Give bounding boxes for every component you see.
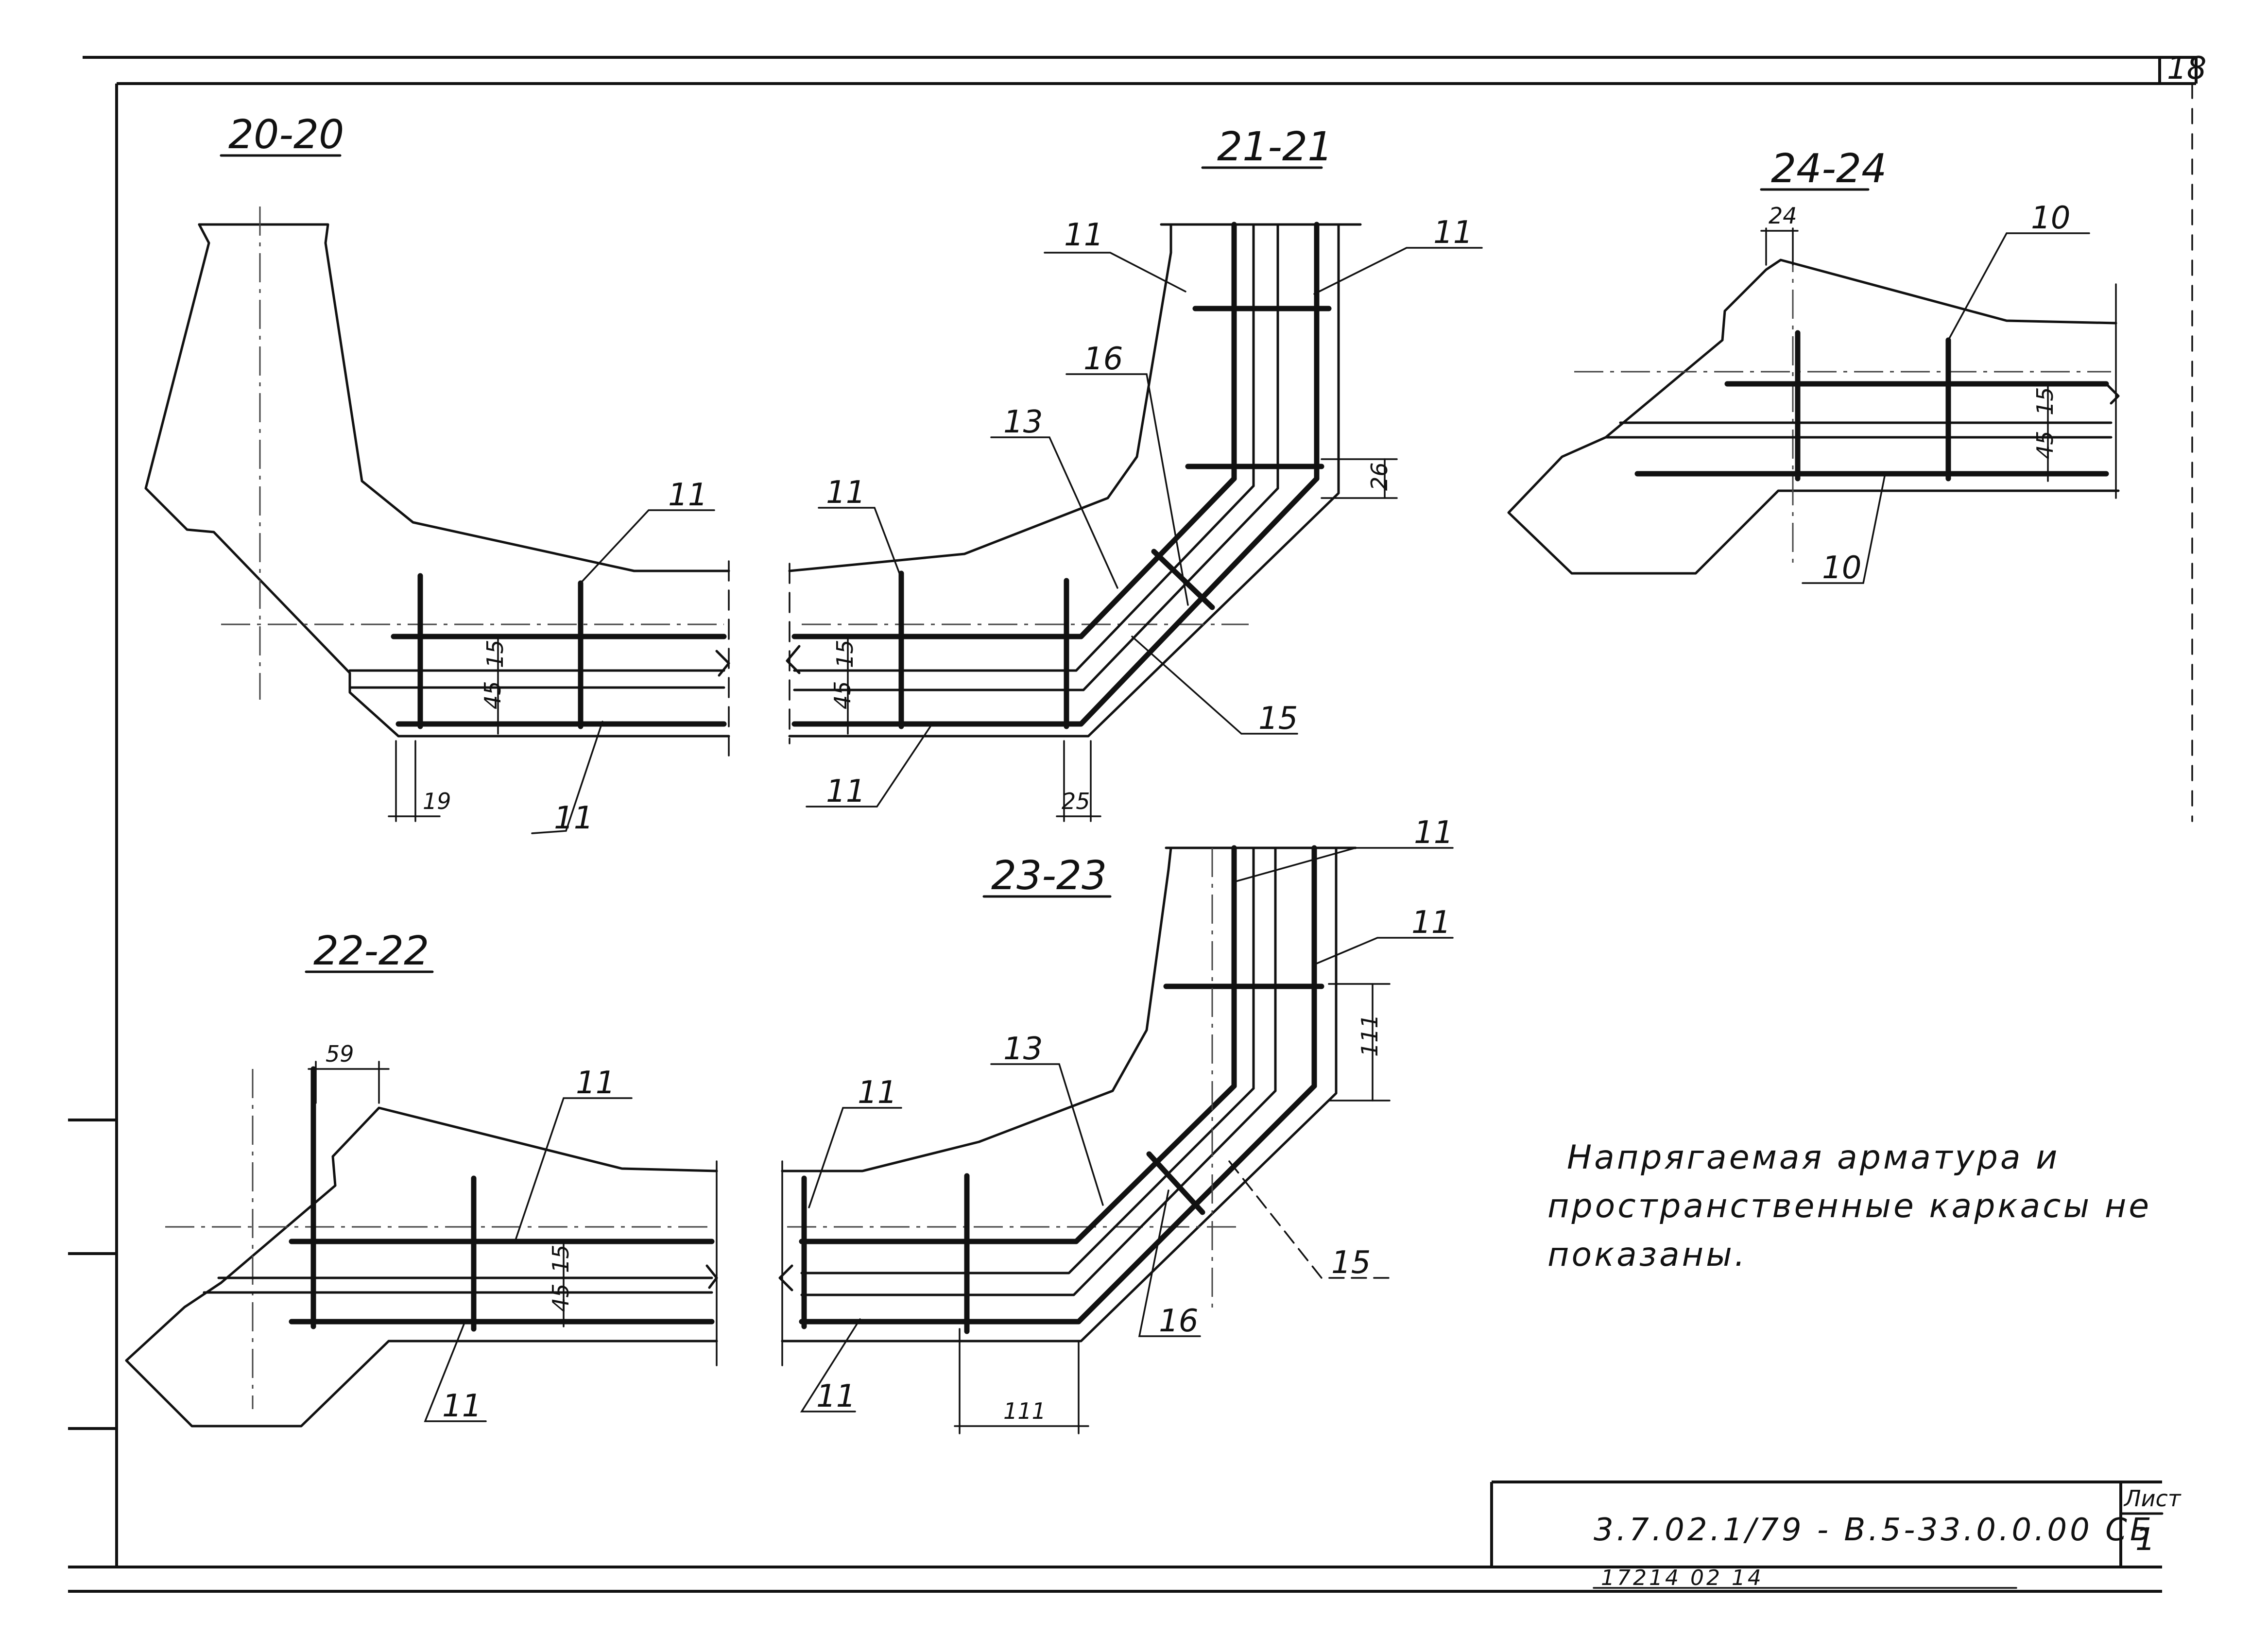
section-23-23: 23-23 111 111 11 11 13 11 xyxy=(778,815,1454,1434)
callout-label: 10 xyxy=(2031,200,2070,236)
sheet-frame xyxy=(68,56,2198,1593)
callout-label: 11 xyxy=(826,475,865,511)
callout-label: 13 xyxy=(1003,404,1043,440)
callout-label: 15 xyxy=(1258,701,1298,737)
note-line-2: пространственные каркасы не xyxy=(1547,1187,2151,1225)
dim-label: 45 xyxy=(548,1283,574,1312)
callout-label: 11 xyxy=(858,1075,897,1111)
section-24-24: 24-24 24 15 45 10 10 xyxy=(1507,146,2120,586)
dim-label: 111 xyxy=(1357,1014,1383,1057)
callout-label: 11 xyxy=(816,1378,856,1414)
section-title: 21-21 xyxy=(1217,124,1333,170)
note-line-3: показаны. xyxy=(1547,1236,1747,1274)
callout-label: 11 xyxy=(442,1388,481,1424)
sheet-number: 18 xyxy=(2167,51,2206,86)
section-22-22: 22-22 59 15 45 11 11 xyxy=(125,928,718,1428)
callout-label: 11 xyxy=(1064,217,1103,253)
callout-label: 16 xyxy=(1083,341,1123,377)
beam-contour xyxy=(788,223,1172,572)
callout-label: 10 xyxy=(1822,550,1861,586)
inventory-number: 17214 02 14 xyxy=(1601,1566,1764,1590)
callout-label: 11 xyxy=(576,1065,615,1101)
callout-label: 15 xyxy=(1331,1245,1371,1281)
dim-label: 19 xyxy=(423,788,451,814)
dim-label: 15 xyxy=(2032,387,2058,415)
beam-contour xyxy=(781,846,1338,1343)
dim-label: 15 xyxy=(482,639,508,668)
callout-label: 11 xyxy=(826,774,865,809)
beam-contour xyxy=(198,223,730,572)
dim-label: 25 xyxy=(1062,788,1090,814)
dim-label: 45 xyxy=(829,681,856,709)
dim-label: 24 xyxy=(1769,203,1797,229)
beam-contour xyxy=(788,223,1340,738)
dim-label: 45 xyxy=(480,681,506,709)
callout-label: 13 xyxy=(1003,1031,1043,1067)
dim-label: 26 xyxy=(1366,462,1392,491)
section-title: 20-20 xyxy=(228,112,344,158)
callout-label: 11 xyxy=(1411,905,1451,941)
beam-contour xyxy=(144,223,730,738)
dim-label: 15 xyxy=(548,1244,574,1273)
document-code: 3.7.02.1/79 - В.5-33.0.0.00 СБ xyxy=(1594,1512,2154,1548)
beam-contour xyxy=(781,846,1172,1172)
beam-contour xyxy=(125,1106,718,1428)
dim-label: 59 xyxy=(326,1041,354,1067)
callout-label: 16 xyxy=(1159,1303,1198,1339)
note-line-1: Напрягаемая арматура и xyxy=(1567,1138,2060,1177)
dim-label: 15 xyxy=(832,639,858,668)
general-note: Напрягаемая арматура и пространственные … xyxy=(1547,1138,2151,1274)
section-title: 23-23 xyxy=(991,853,1107,899)
title-block: 3.7.02.1/79 - В.5-33.0.0.00 СБ Лист 1 xyxy=(1490,1481,2182,1567)
sheet-label: Лист xyxy=(2123,1485,2182,1512)
section-title: 24-24 xyxy=(1771,146,1887,192)
dim-label: 45 xyxy=(2032,431,2058,459)
section-20-20: 20-20 15 45 19 11 11 xyxy=(144,112,730,836)
dim-label: 111 xyxy=(1003,1398,1046,1424)
callout-label: 11 xyxy=(1414,815,1453,851)
callout-label: 11 xyxy=(1433,215,1473,251)
section-title: 22-22 xyxy=(313,928,429,974)
beam-contour xyxy=(1507,258,2120,575)
callout-label: 11 xyxy=(668,477,707,513)
sheet-value: 1 xyxy=(2135,1522,2155,1558)
section-21-21: 21-21 26 15 45 25 11 11 xyxy=(786,124,1483,822)
callout-label: 11 xyxy=(554,800,593,836)
